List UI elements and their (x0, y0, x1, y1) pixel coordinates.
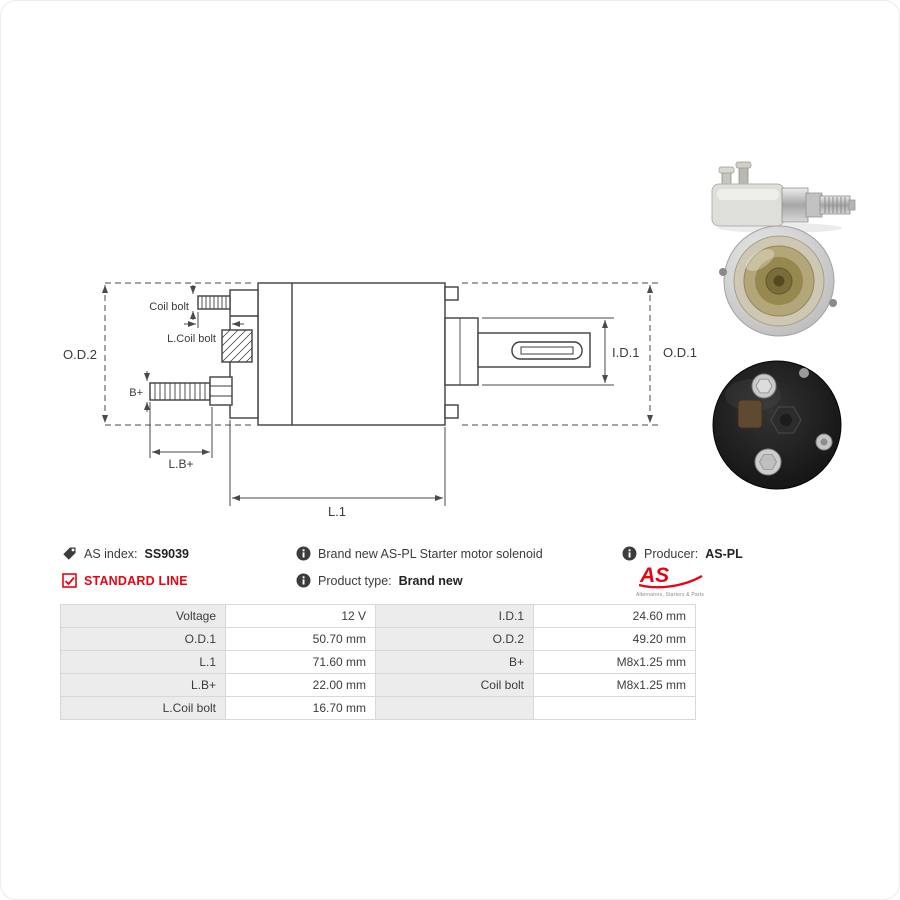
spec-value: 16.70 mm (225, 696, 376, 720)
standard-line-check-icon (62, 573, 77, 588)
product-type-value: Brand new (398, 573, 463, 588)
spec-label: O.D.2 (375, 627, 534, 651)
spec-row-l1-bplus: L.1 71.60 mm B+ M8x1.25 mm (60, 650, 696, 674)
as-index-row: AS index: SS9039 (62, 546, 189, 561)
spec-row-lcoilbolt: L.Coil bolt 16.70 mm (60, 696, 696, 720)
product-photo-side (711, 161, 856, 233)
spec-value: 24.60 mm (533, 604, 696, 628)
spec-value: M8x1.25 mm (533, 673, 696, 697)
standard-line-label: STANDARD LINE (84, 573, 188, 588)
as-index-value: SS9039 (144, 546, 189, 561)
product-photo-front (719, 225, 837, 337)
spec-label: L.1 (60, 650, 226, 674)
product-type-row: Product type: Brand new (296, 573, 463, 588)
spec-label: Coil bolt (375, 673, 534, 697)
product-photo-back (712, 360, 842, 490)
spec-label: I.D.1 (375, 604, 534, 628)
spec-label: O.D.1 (60, 627, 226, 651)
description-row: Brand new AS-PL Starter motor solenoid (296, 546, 543, 561)
dim-label-b-plus: B+ (129, 387, 143, 399)
logo-swoosh (638, 575, 703, 589)
dim-label-l-coil-bolt: L.Coil bolt (167, 333, 216, 345)
dimension-lines (102, 282, 658, 506)
spec-value: 49.20 mm (533, 627, 696, 651)
spec-label: B+ (375, 650, 534, 674)
standard-line-row: STANDARD LINE (62, 573, 188, 588)
producer-value: AS-PL (705, 546, 743, 561)
spec-value: 22.00 mm (225, 673, 376, 697)
dim-label-l1: L.1 (328, 504, 346, 519)
product-type-label: Product type: (318, 573, 392, 588)
tag-icon (62, 546, 77, 561)
dim-label-id1: I.D.1 (612, 345, 639, 360)
spec-label: L.B+ (60, 673, 226, 697)
as-index-label: AS index: (84, 546, 138, 561)
spec-table: Voltage 12 V I.D.1 24.60 mm O.D.1 50.70 … (60, 604, 696, 720)
spec-value: 12 V (225, 604, 376, 628)
info-icon (296, 573, 311, 588)
spec-value (533, 696, 696, 720)
spec-value: 71.60 mm (225, 650, 376, 674)
spec-label: Voltage (60, 604, 226, 628)
dim-label-lb-plus: L.B+ (168, 457, 193, 471)
dim-label-coil-bolt: Coil bolt (149, 301, 189, 313)
spec-label (375, 696, 534, 720)
solenoid-outline (149, 282, 591, 426)
info-icon (296, 546, 311, 561)
product-description: Brand new AS-PL Starter motor solenoid (318, 546, 543, 561)
spec-value: M8x1.25 mm (533, 650, 696, 674)
spec-value: 50.70 mm (225, 627, 376, 651)
as-pl-logo: AS Alternators, Starters & Parts (636, 563, 716, 598)
spec-row-voltage-id1: Voltage 12 V I.D.1 24.60 mm (60, 604, 696, 628)
spec-row-lbplus-coilbolt: L.B+ 22.00 mm Coil bolt M8x1.25 mm (60, 673, 696, 697)
as-pl-logo-text: AS (639, 564, 669, 587)
producer-label: Producer: (644, 546, 699, 561)
spec-label: L.Coil bolt (60, 696, 226, 720)
info-icon (622, 546, 637, 561)
dim-label-od1: O.D.1 (663, 345, 697, 360)
logo-tagline: Alternators, Starters & Parts (636, 592, 705, 598)
producer-row: Producer: AS-PL (622, 546, 743, 561)
dim-label-od2: O.D.2 (63, 347, 97, 362)
technical-drawing: O.D.2 O.D.1 I.D.1 L.1 L.B+ Coil bolt L.C… (63, 161, 856, 519)
spec-row-od1-od2: O.D.1 50.70 mm O.D.2 49.20 mm (60, 627, 696, 651)
